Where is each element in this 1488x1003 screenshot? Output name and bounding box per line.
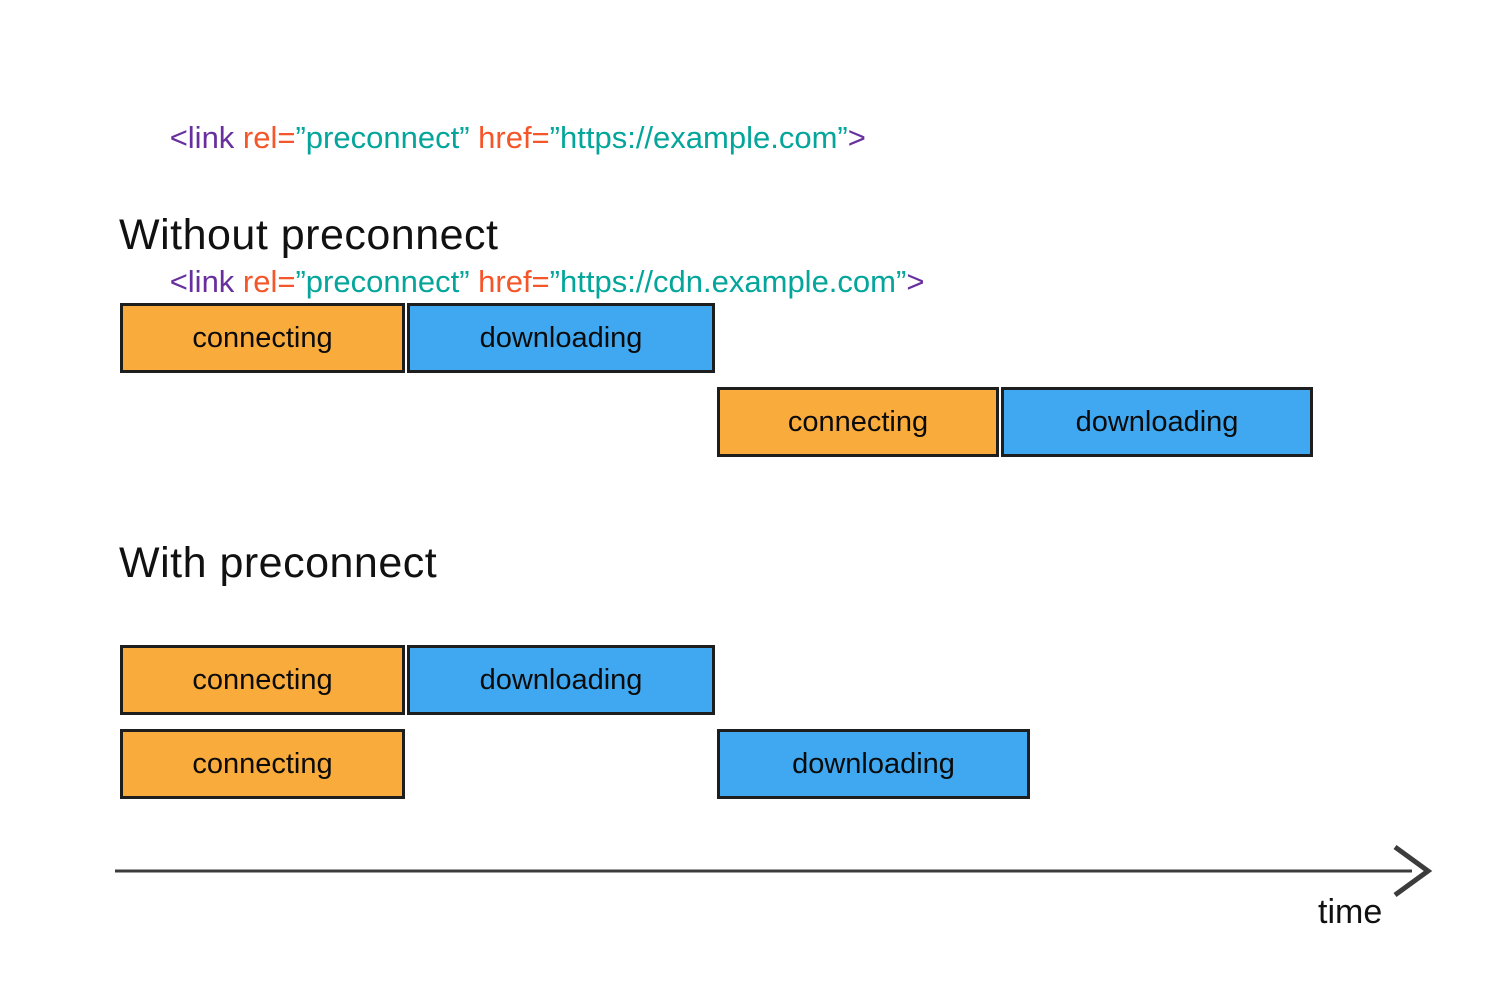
timeline-bar-connecting: connecting — [717, 387, 999, 457]
time-axis — [115, 844, 1433, 898]
attr-href-value: ”https://cdn.example.com” — [549, 264, 907, 299]
bar-label: downloading — [792, 747, 955, 780]
timeline-bar-downloading: downloading — [717, 729, 1030, 799]
tag-open-token: <link — [169, 120, 243, 155]
bar-label: connecting — [192, 747, 333, 780]
space — [470, 120, 479, 155]
attr-rel-token: rel= — [242, 264, 296, 299]
attr-href-value: ”https://example.com” — [549, 120, 848, 155]
section-title-with-preconnect: With preconnect — [119, 539, 438, 587]
attr-href-token: href= — [478, 264, 550, 299]
bar-label: connecting — [787, 405, 929, 438]
bar-label: downloading — [479, 321, 643, 354]
time-axis-label: time — [1318, 893, 1383, 931]
attr-href-token: href= — [478, 120, 550, 155]
bar-label: connecting — [192, 321, 333, 354]
timeline-bar-downloading: downloading — [407, 303, 715, 373]
bar-label: downloading — [1075, 405, 1239, 438]
timeline-bar-connecting: connecting — [120, 645, 405, 715]
attr-rel-token: rel= — [242, 120, 296, 155]
time-axis-arrowhead-icon — [1393, 844, 1433, 898]
tag-close-token: > — [847, 120, 866, 155]
tag-open-token: <link — [169, 264, 243, 299]
timeline-bar-connecting: connecting — [120, 303, 405, 373]
code-line-2: <link rel=”preconnect” href=”https://cdn… — [118, 210, 925, 354]
code-line-1: <link rel=”preconnect” href=”https://exa… — [118, 66, 924, 210]
code-snippet: <link rel=”preconnect” href=”https://exa… — [118, 66, 925, 354]
bar-label: connecting — [192, 663, 333, 696]
space — [470, 264, 479, 299]
bar-label: downloading — [479, 663, 643, 696]
attr-rel-value: ”preconnect” — [295, 120, 470, 155]
tag-close-token: > — [906, 264, 925, 299]
timeline-bar-downloading: downloading — [407, 645, 715, 715]
section-title-without-preconnect: Without preconnect — [119, 211, 499, 259]
timeline-bar-connecting: connecting — [120, 729, 405, 799]
attr-rel-value: ”preconnect” — [295, 264, 470, 299]
timeline-bar-downloading: downloading — [1001, 387, 1313, 457]
